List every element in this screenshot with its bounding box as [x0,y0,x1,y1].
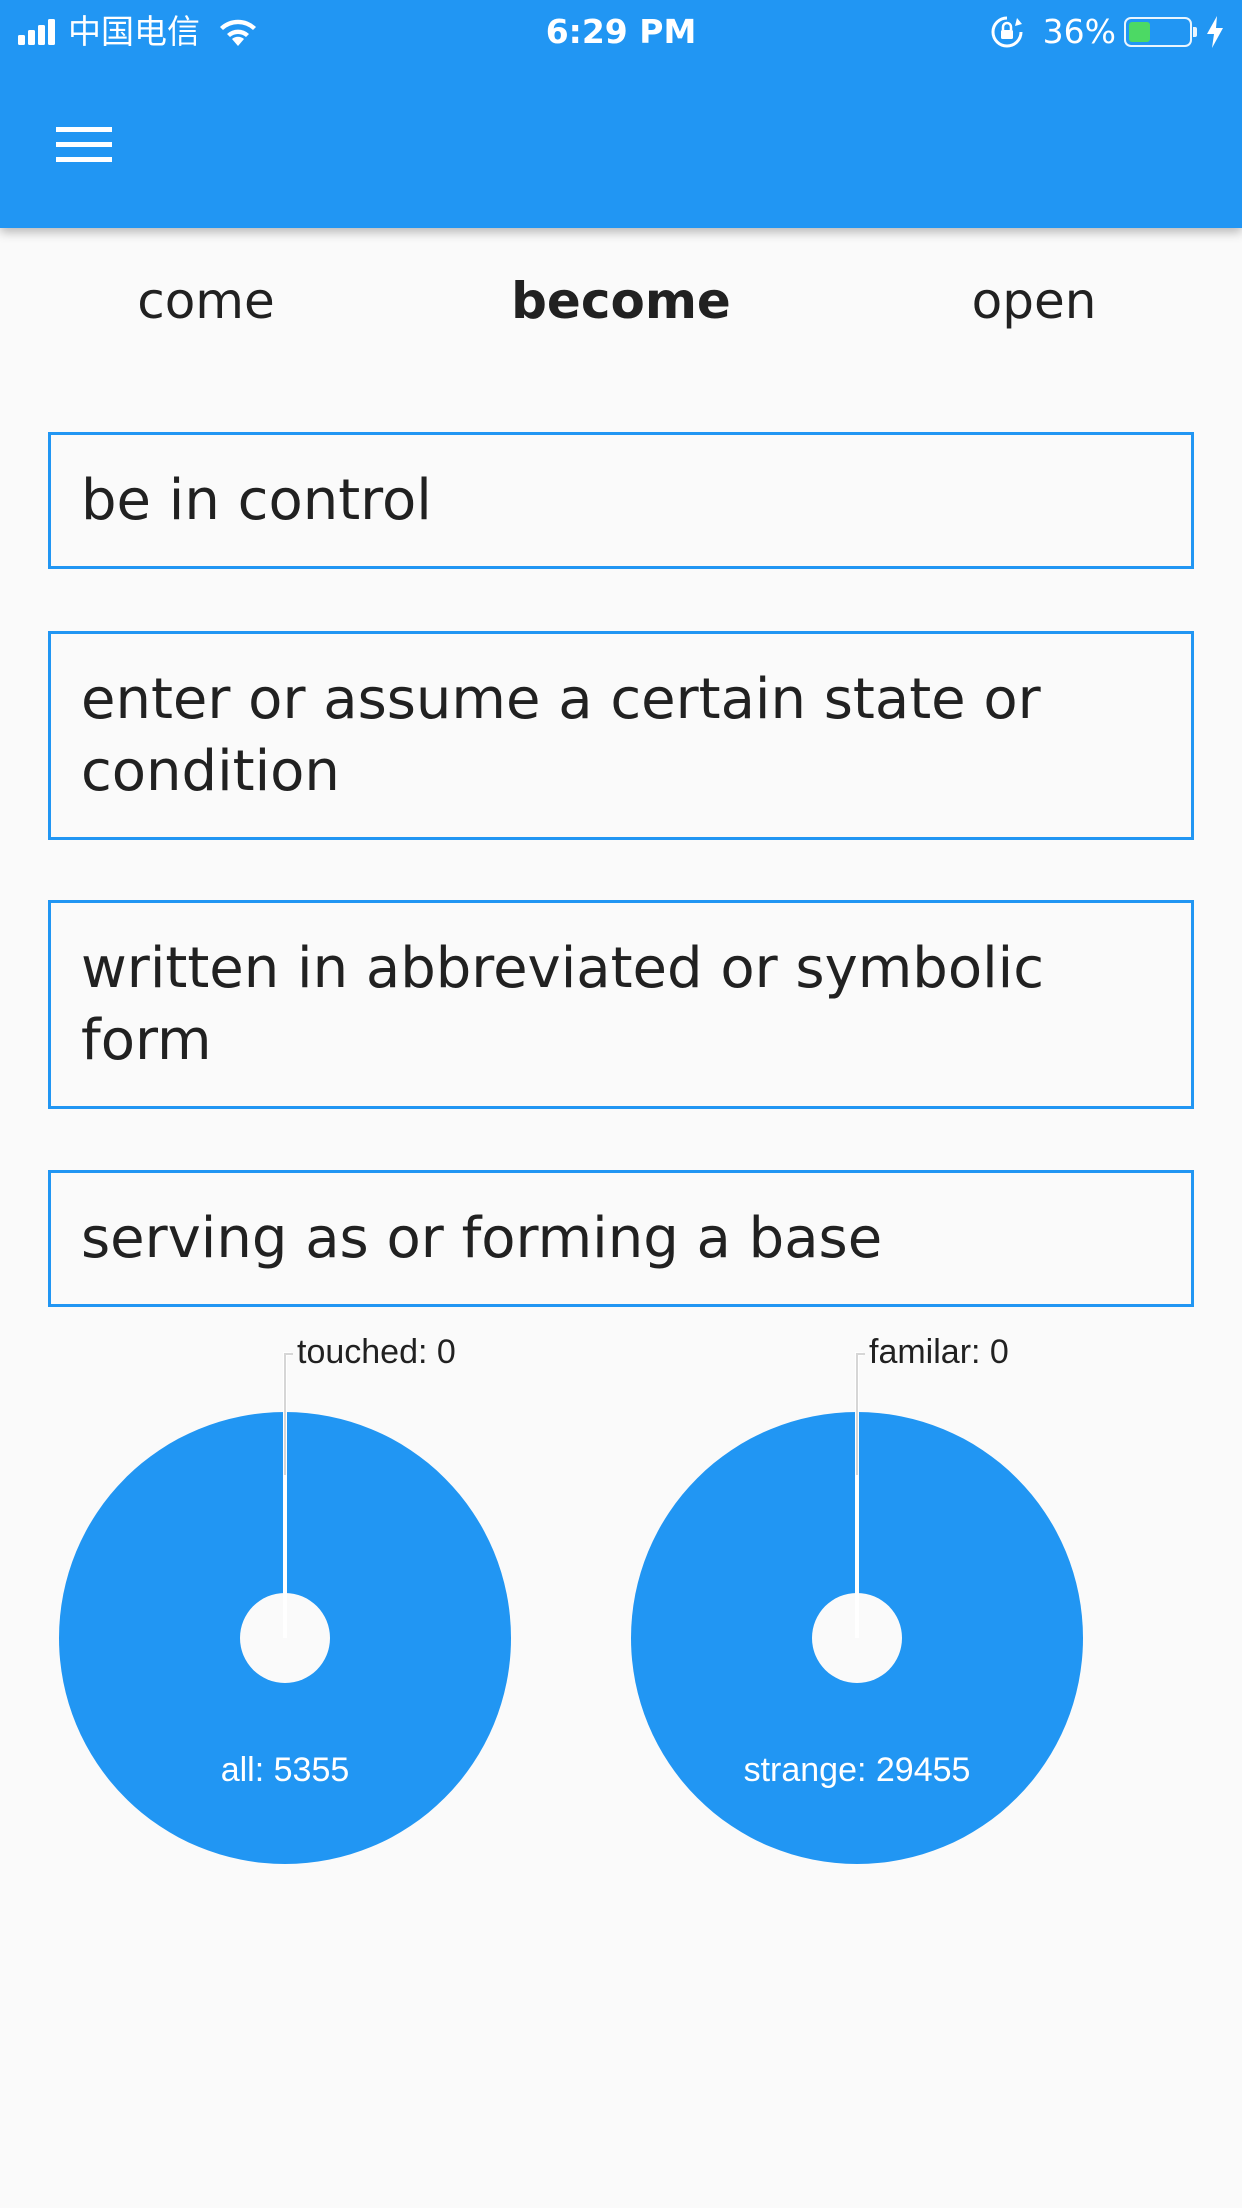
charging-icon [1207,16,1223,48]
pie-outer-label: touched: 0 [297,1333,456,1371]
word-tab-come[interactable]: come [137,272,275,330]
pie-chart-all: touched: 0 all: 5355 [59,1333,511,1864]
carrier-name: 中国电信 [68,12,200,51]
signal-icon [18,19,58,45]
word-tabs: come become open [0,240,1242,362]
word-tab-become[interactable]: become [511,272,731,330]
menu-button[interactable] [40,108,128,180]
pie-inner-label: strange: 29455 [744,1751,971,1789]
pie-chart-strange: familar: 0 strange: 29455 [631,1333,1083,1864]
status-left: 中国电信 [18,10,260,54]
app-bar: 中国电信 6:29 PM 36% [0,0,1242,228]
pie-inner-label: all: 5355 [221,1751,350,1789]
wifi-icon [220,19,256,46]
status-right: 36% [989,10,1226,54]
definition-option[interactable]: be in control [48,432,1194,569]
menu-icon [56,127,112,162]
battery-percent: 36% [1042,12,1116,51]
definition-option[interactable]: serving as or forming a base [48,1170,1194,1307]
pie-outer-label: familar: 0 [869,1333,1009,1371]
rotation-lock-icon [991,16,1023,48]
definition-option[interactable]: written in abbreviated or symbolic form [48,900,1194,1109]
status-bar: 中国电信 6:29 PM 36% [0,0,1242,64]
pie-label-leader-line [284,1353,293,1475]
battery-level [1129,22,1150,42]
status-time: 6:29 PM [545,12,697,51]
word-tab-open[interactable]: open [971,272,1097,330]
battery-icon [1124,17,1197,47]
pie-label-leader-line [856,1353,865,1475]
definition-option[interactable]: enter or assume a certain state or condi… [48,631,1194,840]
